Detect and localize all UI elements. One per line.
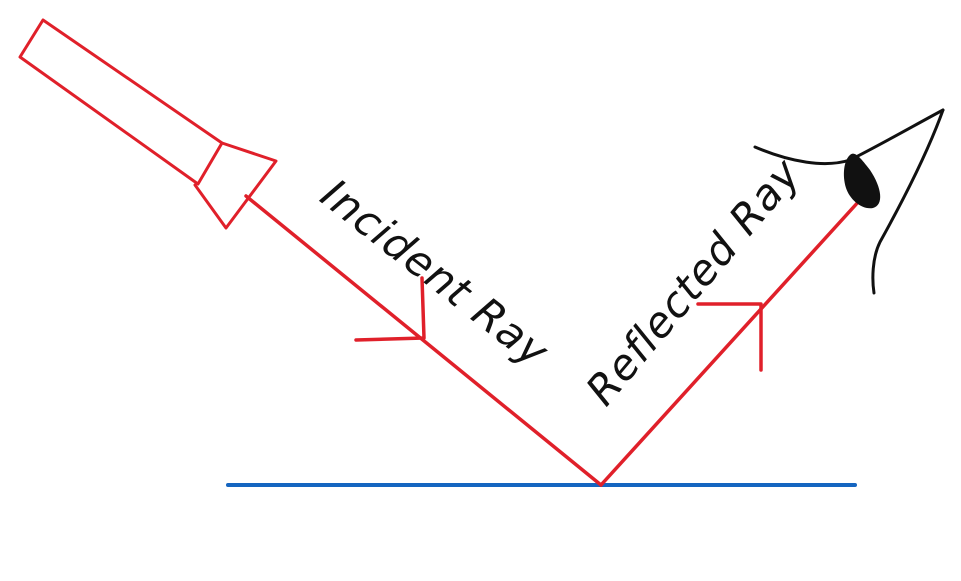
flashlight-icon bbox=[20, 20, 276, 228]
reflected-arrowhead bbox=[698, 304, 761, 370]
reflected-ray-label: Reflected Ray bbox=[576, 149, 810, 415]
incident-ray-label: Incident Ray bbox=[312, 169, 559, 377]
